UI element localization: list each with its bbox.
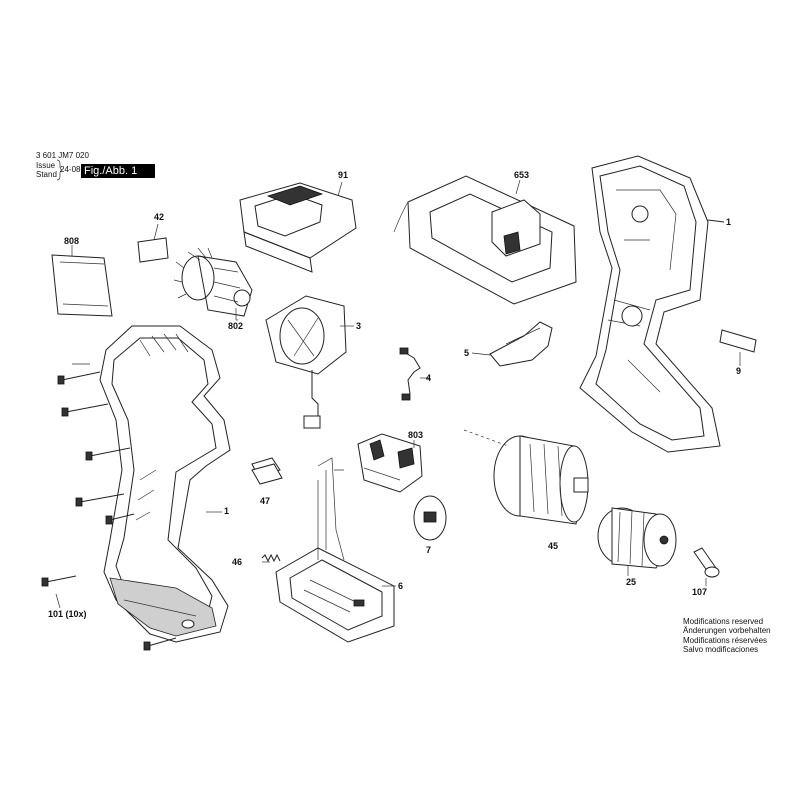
screw	[75, 493, 125, 507]
note-en: Modifications reserved	[683, 617, 764, 626]
screw	[61, 403, 109, 417]
part-107-screw	[693, 547, 720, 586]
note-es: Salvo modificaciones	[683, 645, 759, 655]
note-de: Änderungen vorbehalten	[683, 626, 771, 636]
note-fr: Modifications réservées	[683, 635, 768, 645]
part-47-pad	[251, 457, 283, 485]
part-6-electronics	[275, 457, 396, 643]
callout-653: 653	[514, 170, 530, 180]
document-number: 3 601 JM7 020	[36, 151, 89, 160]
part-7-disc	[413, 495, 447, 541]
part-46-spring	[261, 553, 281, 563]
part-653-charger	[393, 175, 577, 305]
part-45-gearbox	[463, 429, 589, 525]
figure-label: Fig./Abb. 1	[81, 164, 155, 178]
callout-9: 9	[736, 366, 742, 376]
screw	[143, 637, 177, 651]
screw	[57, 371, 101, 385]
part-1-housing-left	[99, 325, 231, 643]
callout-1-top: 1	[726, 217, 732, 227]
callout-3: 3	[356, 321, 362, 331]
issue-brace	[56, 159, 63, 181]
callout-91: 91	[338, 170, 349, 180]
callout-45: 45	[548, 541, 559, 551]
part-9-small-tag	[719, 329, 757, 366]
issue-label: Issue	[36, 161, 56, 170]
callout-803: 803	[408, 430, 424, 440]
callout-107: 107	[692, 587, 708, 597]
part-91-battery-pack	[239, 181, 357, 273]
issue-date: 24-08-02	[60, 165, 93, 174]
part-25-chuck	[597, 507, 677, 569]
part-4-wire-harness	[399, 347, 430, 401]
part-3-motor-holder	[265, 295, 354, 429]
part-803-switch-module	[357, 433, 423, 493]
callout-808: 808	[64, 236, 80, 246]
callout-47: 47	[260, 496, 271, 506]
modification-notes: Modifications reserved Änderungen vorbeh…	[683, 617, 771, 655]
part-1-housing-right	[579, 155, 725, 453]
callout-42: 42	[154, 212, 165, 222]
callout-5: 5	[464, 348, 470, 358]
part-42-small-label	[137, 223, 169, 263]
part-808-label-sheet	[51, 245, 113, 317]
callout-4: 4	[426, 373, 432, 383]
part-802-motor	[173, 247, 253, 320]
callout-101: 101 (10x)	[48, 609, 87, 619]
callout-802: 802	[228, 321, 244, 331]
callout-6: 6	[398, 581, 404, 591]
screw	[41, 575, 77, 587]
callout-46: 46	[232, 557, 243, 567]
stand-label: Stand	[36, 170, 57, 179]
part-5-switch-lever	[471, 321, 553, 367]
screw	[85, 447, 131, 461]
callout-25: 25	[626, 577, 637, 587]
callout-1-side: 1	[224, 506, 230, 516]
screws-101	[41, 363, 177, 651]
screw	[105, 513, 135, 525]
callout-7: 7	[426, 545, 432, 555]
